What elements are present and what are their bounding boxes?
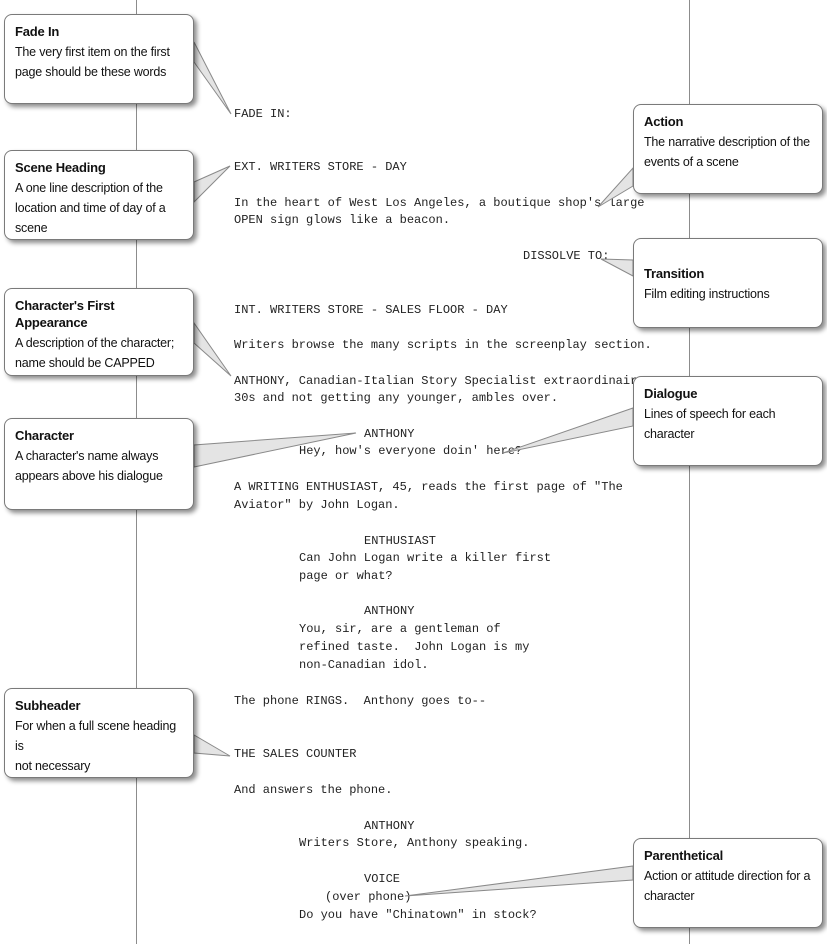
callout-desc: location and time of day of a scene: [15, 201, 166, 235]
action-line: And answers the phone.: [234, 783, 393, 797]
subheader-line: THE SALES COUNTER: [234, 747, 357, 761]
action-line: Aviator" by John Logan.: [234, 498, 400, 512]
script-page: [136, 0, 690, 944]
fade-in-line: FADE IN:: [234, 107, 292, 121]
callout-desc: The narrative description of the: [644, 135, 810, 149]
callout-character: Character A character's name always appe…: [4, 418, 194, 510]
dialogue-line: non-Canadian idol.: [299, 658, 429, 672]
callout-desc: For when a full scene heading is: [15, 719, 176, 753]
callout-subheader: Subheader For when a full scene heading …: [4, 688, 194, 778]
scene-heading-2: INT. WRITERS STORE - SALES FLOOR - DAY: [234, 303, 508, 317]
dialogue-line: Writers Store, Anthony speaking.: [299, 836, 530, 850]
scene-heading-1: EXT. WRITERS STORE - DAY: [234, 160, 407, 174]
callout-desc: not necessary: [15, 759, 91, 773]
leader-fade-in: [193, 41, 232, 115]
callout-first-appearance: Character's First Appearance A descripti…: [4, 288, 194, 376]
callout-title: Action: [644, 114, 684, 129]
action-line: OPEN sign glows like a beacon.: [234, 213, 451, 227]
callout-desc: Lines of speech for each: [644, 407, 776, 421]
leader-character: [193, 432, 357, 468]
callout-scene-heading: Scene Heading A one line description of …: [4, 150, 194, 240]
callout-desc: page should be these words: [15, 65, 167, 79]
callout-title: Dialogue: [644, 386, 698, 401]
callout-desc: A one line description of the: [15, 181, 163, 195]
callout-title: Subheader: [15, 698, 81, 713]
callout-title: Transition: [644, 266, 705, 281]
leader-action: [597, 166, 634, 208]
dialogue-line: Can John Logan write a killer first: [299, 551, 552, 565]
action-line: Writers browse the many scripts in the s…: [234, 338, 652, 352]
character-name: ANTHONY: [364, 819, 415, 833]
leader-first-appearance: [193, 321, 232, 377]
callout-desc: name should be CAPPED: [15, 356, 155, 370]
callout-desc: events of a scene: [644, 155, 739, 169]
callout-transition: Transition Film editing instructions: [633, 238, 823, 328]
callout-desc: character: [644, 427, 695, 441]
leader-transition: [600, 258, 634, 277]
parenthetical-line: (over phone): [325, 890, 412, 904]
callout-desc: appears above his dialogue: [15, 469, 163, 483]
dialogue-line: page or what?: [299, 569, 393, 583]
callout-dialogue: Dialogue Lines of speech for each charac…: [633, 376, 823, 466]
character-name: ANTHONY: [364, 427, 415, 441]
callout-title: Parenthetical: [644, 848, 724, 863]
callout-desc: Film editing instructions: [644, 287, 770, 301]
callout-title: Character: [15, 428, 74, 443]
dialogue-line: Do you have "Chinatown" in stock?: [299, 908, 537, 922]
character-name: ENTHUSIAST: [364, 534, 437, 548]
character-name: ANTHONY: [364, 604, 415, 618]
callout-parenthetical: Parenthetical Action or attitude directi…: [633, 838, 823, 928]
leader-dialogue: [502, 407, 634, 454]
character-name: VOICE: [364, 872, 401, 886]
callout-desc: The very first item on the first: [15, 45, 170, 59]
action-line: ANTHONY, Canadian-Italian Story Speciali…: [234, 374, 652, 388]
action-line: The phone RINGS. Anthony goes to--: [234, 694, 487, 708]
callout-desc: Action or attitude direction for a: [644, 869, 811, 883]
callout-desc: A character's name always: [15, 449, 159, 463]
callout-title: Scene Heading: [15, 160, 106, 175]
callout-fade-in: Fade In The very first item on the first…: [4, 14, 194, 104]
dialogue-line: refined taste. John Logan is my: [299, 640, 530, 654]
action-line: In the heart of West Los Angeles, a bout…: [234, 196, 645, 210]
leader-scene-heading: [193, 165, 231, 204]
callout-desc: character: [644, 889, 695, 903]
callout-action: Action The narrative description of the …: [633, 104, 823, 194]
callout-title: Character's First Appearance: [15, 298, 115, 330]
dialogue-line: Hey, how's everyone doin' here?: [299, 444, 523, 458]
callout-title: Fade In: [15, 24, 60, 39]
action-line: 30s and not getting any younger, ambles …: [234, 391, 559, 405]
dialogue-line: You, sir, are a gentleman of: [299, 622, 501, 636]
leader-subheader: [193, 734, 231, 757]
action-line: A WRITING ENTHUSIAST, 45, reads the firs…: [234, 480, 623, 494]
callout-desc: A description of the character;: [15, 336, 175, 350]
leader-parenthetical: [404, 865, 634, 897]
